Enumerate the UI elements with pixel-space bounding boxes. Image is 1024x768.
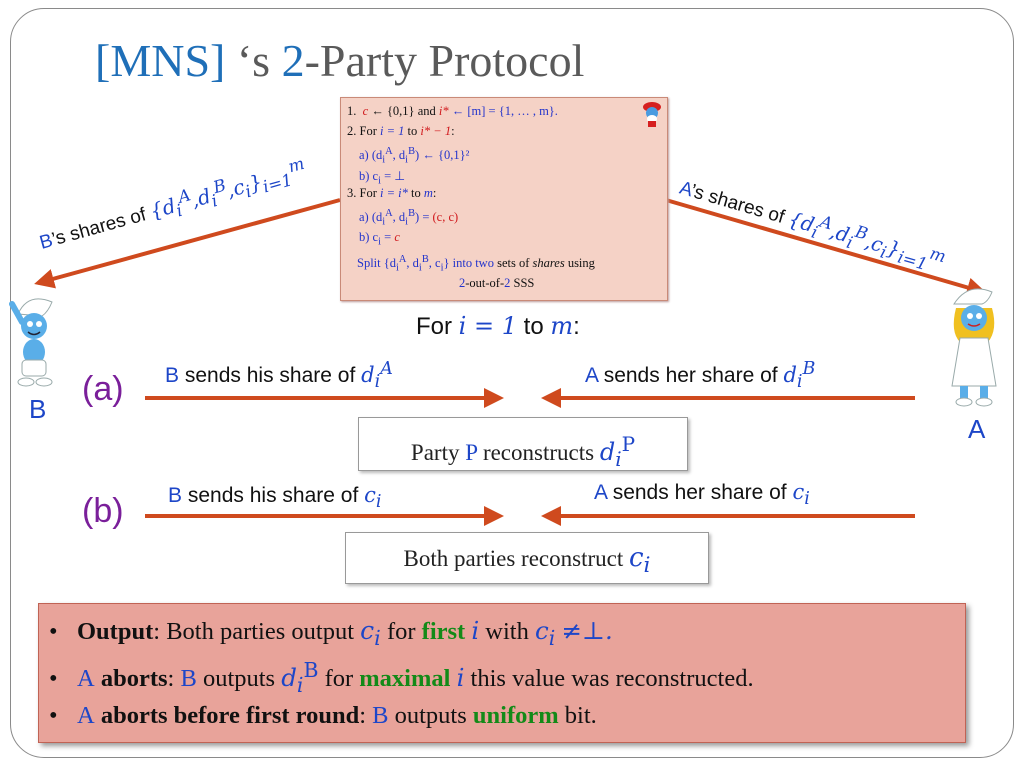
party-a-label: A — [968, 414, 986, 444]
reconstruct-box-a: Party P reconstructs diP — [358, 417, 688, 471]
reconstruct-box-b: Both parties reconstruct ci — [345, 532, 709, 584]
protocol-line-3b: b) ci = c — [359, 230, 400, 248]
protocol-line-2: 2. For i = 1 to i* − 1: — [347, 124, 455, 138]
phase-a-label: (a) — [82, 370, 124, 408]
phase-b-a-sends: A sends her share of ci — [594, 480, 810, 510]
protocol-line-3: 3. For i = i* to m: — [347, 186, 437, 200]
party-b-label: B — [29, 394, 47, 424]
output-box: •Output: Both parties output ci for firs… — [38, 603, 966, 743]
phase-b-b-sends: B sends his share of ci — [168, 483, 382, 513]
arrow-to-a — [665, 198, 987, 298]
protocol-sss-line: 2-out-of-2 SSS — [459, 276, 535, 290]
protocol-line-2a: a) (diA, diB) ← {0,1}² — [359, 146, 470, 166]
arrow-to-b — [34, 198, 341, 289]
protocol-split-line: Split {diA, diB, ci} into two sets of sh… — [357, 254, 595, 274]
protocol-line-3a: a) (diA, diB) = (c, c) — [359, 208, 459, 228]
phase-b-label: (b) — [82, 492, 124, 530]
smurf-icon — [9, 298, 53, 387]
protocol-line-2b: b) ci = ⊥ — [359, 169, 406, 187]
loop-header: For i = 1 to m: — [416, 312, 580, 340]
slide-title: [MNS] ‘s 2-Party Protocol — [95, 35, 585, 86]
protocol-box: 1. c ← {0,1} and i* ← [m] = {1, … , m}. … — [340, 97, 668, 301]
output-row-2: •A aborts: B outputs diB for maximal i t… — [49, 658, 754, 698]
protocol-line-1: 1. c ← {0,1} and i* ← [m] = {1, … , m}. — [347, 104, 558, 118]
smurfette-icon — [951, 288, 997, 407]
papa-smurf-icon — [643, 102, 661, 127]
phase-a-a-sends: A sends her share of diB — [585, 359, 816, 393]
output-row-1: •Output: Both parties output ci for firs… — [49, 616, 613, 650]
phase-a-b-sends: B sends his share of diA — [165, 359, 393, 393]
output-row-3: •A aborts before first round: B outputs … — [49, 702, 597, 729]
